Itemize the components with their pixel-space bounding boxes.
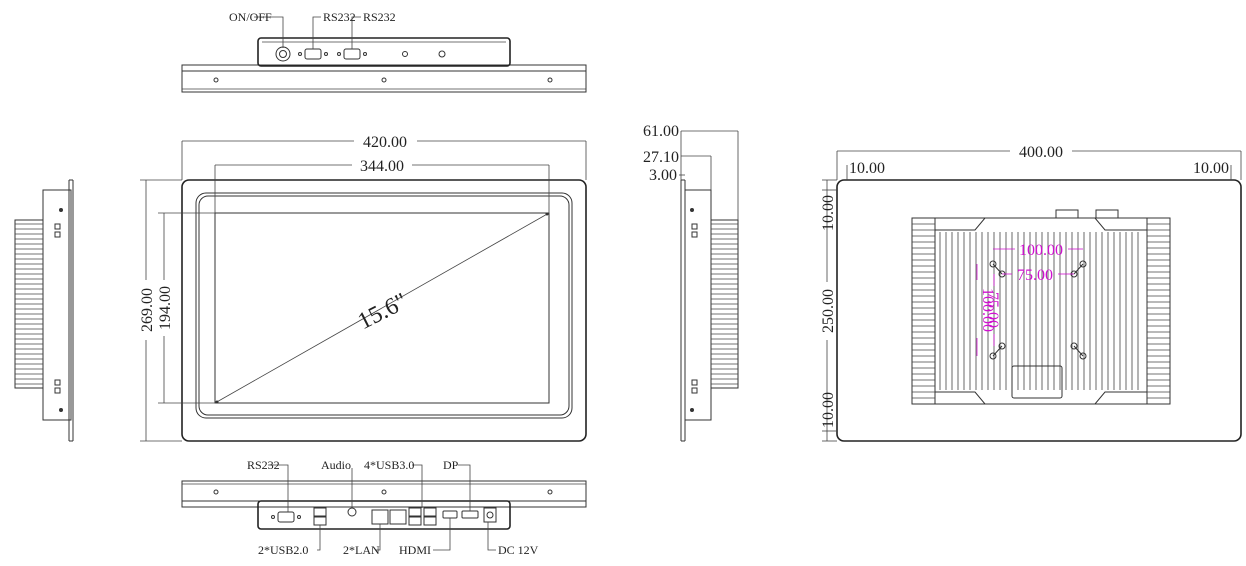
hdmi-label: HDMI [399, 543, 431, 557]
rs232-label-top-b: RS232 [363, 10, 396, 24]
audio-label: Audio [321, 458, 351, 472]
top-view: ON/OFF RS232 RS232 [181, 10, 587, 93]
width-screen-dimension: 344.00 [360, 158, 404, 175]
usb3-label: 4*USB3.0 [364, 458, 414, 472]
rs232-label-top-a: RS232 [323, 10, 356, 24]
rs232-label-bottom: RS232 [247, 458, 280, 472]
rear-height-dimension: 250.00 [820, 289, 837, 333]
on-off-label: ON/OFF [229, 10, 272, 24]
depth-total-dimension: 61.00 [643, 123, 679, 140]
depth-mid-dimension: 27.10 [643, 149, 679, 166]
rear-width-dimension: 400.00 [1019, 144, 1063, 161]
rear-margin-top-dimension: 10.00 [820, 195, 837, 231]
height-outer-dimension: 269.00 [139, 288, 156, 332]
left-side-view [14, 179, 74, 442]
height-screen-dimension: 194.00 [157, 286, 174, 330]
front-view: 420.00 344.00 269.00 194.00 15.6" [139, 134, 587, 442]
screen-diagonal-label: 15.6" [354, 288, 412, 335]
vesa-100-vertical: 100.00 [979, 288, 996, 332]
usb2-label: 2*USB2.0 [258, 543, 308, 557]
rear-view: 400.00 10.00 10.00 250.00 10.00 10.00 [820, 144, 1242, 442]
width-outer-dimension: 420.00 [363, 134, 407, 151]
depth-bezel-dimension: 3.00 [649, 167, 677, 184]
dp-label: DP [443, 458, 459, 472]
dc-12v-label: DC 12V [498, 543, 539, 557]
vesa-100-horizontal: 100.00 [1019, 242, 1063, 259]
vesa-75-vertical: 75.00 [984, 292, 1001, 328]
rear-margin-right-dimension: 10.00 [1193, 160, 1229, 177]
bottom-view: RS232 Audio 4*USB3.0 DP 2*USB2.0 2*LAN H… [181, 458, 587, 557]
rear-margin-bottom-dimension: 10.00 [820, 392, 837, 428]
lan-label: 2*LAN [343, 543, 380, 557]
right-side-view: 61.00 27.10 3.00 [643, 123, 739, 442]
rear-margin-left-dimension: 10.00 [849, 160, 885, 177]
vesa-75-horizontal: 75.00 [1017, 267, 1053, 284]
